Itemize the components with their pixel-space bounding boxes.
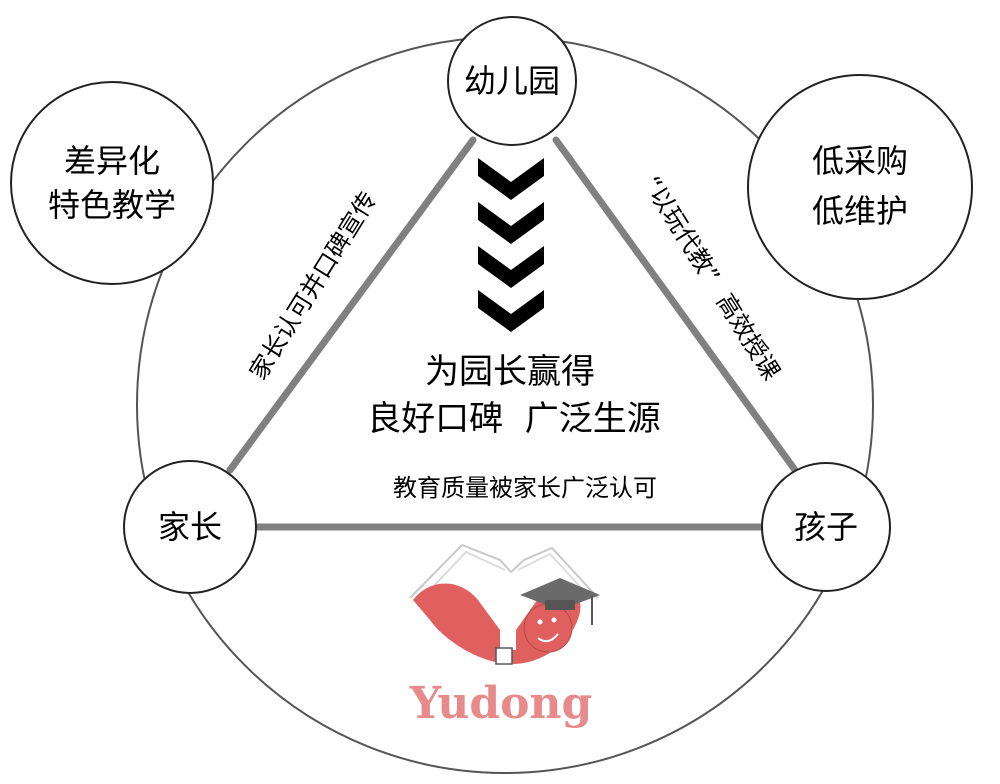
- graduation-cap-base-icon: [545, 600, 575, 610]
- cost-text-line2: 低维护: [812, 192, 908, 230]
- chevron-icon: [478, 290, 544, 332]
- yudong-logo: Yudong: [409, 543, 600, 729]
- feature-text-line2: 特色教学: [48, 186, 176, 224]
- brand-name: Yudong: [409, 678, 592, 729]
- logo-eye-icon: [551, 617, 557, 623]
- child-circle: [761, 462, 891, 592]
- feature-circle: [10, 81, 214, 285]
- parent-text: 家长: [158, 508, 222, 546]
- cost-text-line1: 低采购: [812, 142, 908, 180]
- logo-eye-icon: [537, 619, 543, 625]
- edge-bottom-label: 教育质量被家长广泛认可: [393, 474, 657, 502]
- center-text-line1: 为园长赢得: [425, 352, 595, 392]
- cost-circle: [747, 74, 973, 300]
- chevron-arrows: [478, 158, 544, 332]
- kindergarten-text: 幼儿园: [464, 62, 560, 100]
- feature-text-line1: 差异化: [64, 142, 160, 180]
- edge-right-line: [552, 136, 799, 474]
- triangle-edges: [226, 136, 799, 531]
- chevron-icon: [478, 246, 544, 288]
- chevron-icon: [478, 158, 544, 200]
- graduation-cap-icon: [520, 578, 600, 610]
- center-text-line2: 良好口碑 广泛生源: [367, 399, 661, 439]
- book-inner-icon: [429, 550, 586, 593]
- chevron-icon: [478, 202, 544, 244]
- book-icon: [409, 543, 599, 599]
- parent-circle: [123, 460, 257, 594]
- kindergarten-circle: [447, 16, 577, 146]
- logo-face-icon: [523, 603, 573, 653]
- logo-stem-icon: [495, 647, 513, 665]
- logo-smile-icon: [537, 633, 559, 643]
- edge-left-line: [226, 136, 477, 474]
- child-text: 孩子: [794, 508, 858, 546]
